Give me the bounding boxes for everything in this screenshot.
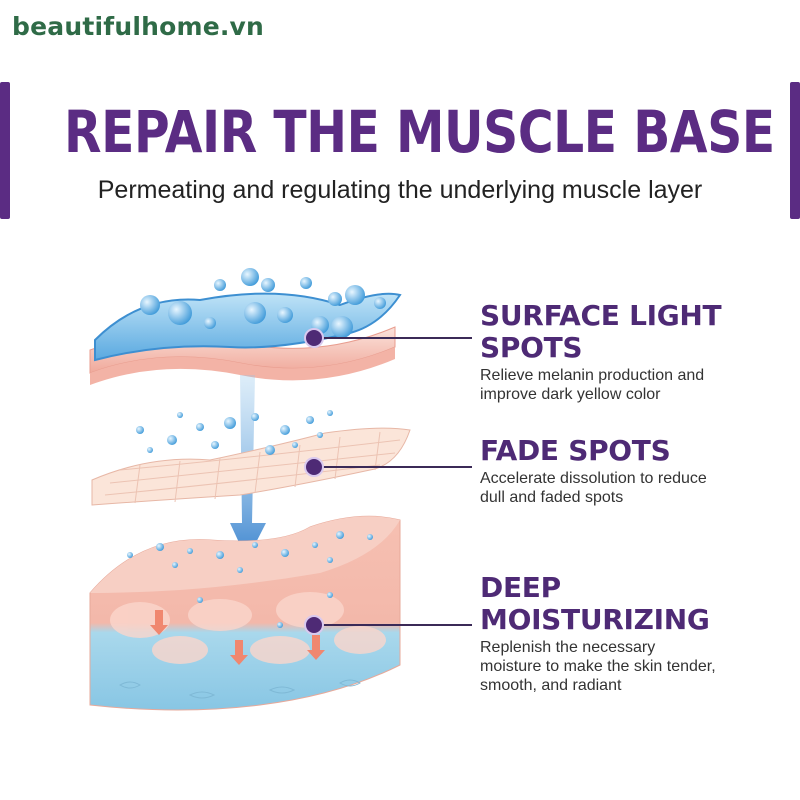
connector-line-surface: [322, 337, 472, 339]
callout-description: Replenish the necessary moisture to make…: [480, 638, 780, 695]
watermark-logo: beautifulhome.vn: [12, 12, 265, 41]
page-title: REPAIR THE MUSCLE BASE: [64, 98, 775, 166]
callout-desc-line: smooth, and radiant: [480, 677, 622, 694]
callout-title-line: SURFACE LIGHT: [480, 299, 722, 332]
callout-title: SURFACE LIGHT SPOTS: [480, 300, 780, 364]
page-subtitle: Permeating and regulating the underlying…: [97, 176, 703, 204]
callout-fade-spots: FADE SPOTS Accelerate dissolution to red…: [480, 435, 780, 507]
callout-description: Accelerate dissolution to reduce dull an…: [480, 469, 780, 507]
callout-desc-line: improve dark yellow color: [480, 386, 661, 403]
left-accent-bar: [0, 82, 10, 219]
callout-title-line: DEEP: [480, 571, 561, 604]
connector-line-deep: [322, 624, 472, 626]
marker-dot-fade: [304, 457, 324, 477]
callout-description: Relieve melanin production and improve d…: [480, 366, 780, 404]
skin-layers-illustration: [89, 268, 411, 711]
callout-surface-light-spots: SURFACE LIGHT SPOTS Relieve melanin prod…: [480, 300, 780, 404]
marker-dot-deep: [304, 615, 324, 635]
callout-desc-line: Replenish the necessary: [480, 639, 656, 656]
callout-title: DEEP MOISTURIZING: [480, 572, 780, 636]
marker-dot-surface: [304, 328, 324, 348]
callout-desc-line: Relieve melanin production and: [480, 367, 705, 384]
callout-desc-line: moisture to make the skin tender,: [480, 658, 716, 675]
callout-deep-moisturizing: DEEP MOISTURIZING Replenish the necessar…: [480, 572, 780, 695]
callout-desc-line: dull and faded spots: [480, 489, 624, 506]
callout-title-line: FADE SPOTS: [480, 434, 671, 467]
callout-desc-line: Accelerate dissolution to reduce: [480, 470, 707, 487]
callout-title-line: MOISTURIZING: [480, 603, 710, 636]
callout-title: FADE SPOTS: [480, 435, 780, 467]
right-accent-bar: [790, 82, 800, 219]
callout-title-line: SPOTS: [480, 331, 583, 364]
connector-line-fade: [322, 466, 472, 468]
